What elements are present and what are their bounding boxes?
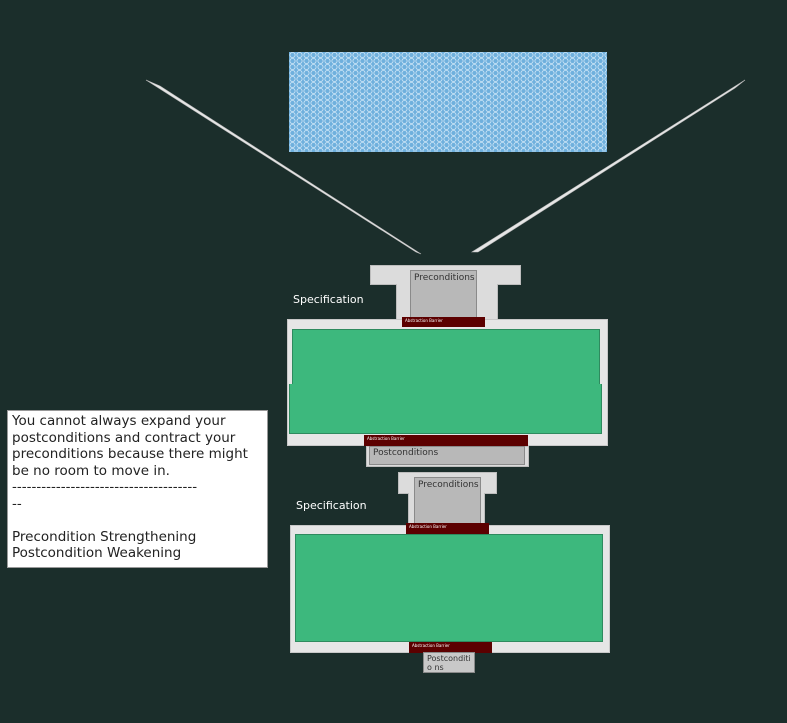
- preconditions-label: Preconditions: [414, 273, 475, 283]
- top-module-preconditions: Preconditions: [410, 270, 477, 320]
- top-module-body-bulge: [289, 384, 602, 434]
- top-module-barrier-top: Abstraction Barrier: [402, 317, 485, 327]
- top-module-barrier-bottom: Abstraction Barrier: [364, 435, 528, 446]
- postconditions-label: Postconditio ns: [427, 654, 471, 672]
- left-funnel-arm: [145, 79, 422, 255]
- top-module-postconditions: Postconditions: [369, 446, 525, 465]
- bottom-module-barrier-top: Abstraction Barrier: [406, 523, 489, 534]
- top-module-spec-label: Specification: [293, 293, 364, 306]
- note-box: You cannot always expand your postcondit…: [7, 410, 268, 568]
- client-mesh: [289, 52, 607, 152]
- bottom-module-postconditions: Postconditio ns: [423, 652, 475, 673]
- funnel-arms: [145, 79, 746, 255]
- right-funnel-arm: [470, 79, 746, 253]
- postconditions-label: Postconditions: [373, 448, 439, 458]
- bottom-module-preconditions: Preconditions: [414, 477, 481, 524]
- bottom-module-body: [295, 534, 603, 642]
- bottom-module-barrier-bottom: Abstraction Barrier: [409, 642, 492, 653]
- preconditions-label: Preconditions: [418, 480, 479, 490]
- bottom-module-spec-label: Specification: [296, 499, 367, 512]
